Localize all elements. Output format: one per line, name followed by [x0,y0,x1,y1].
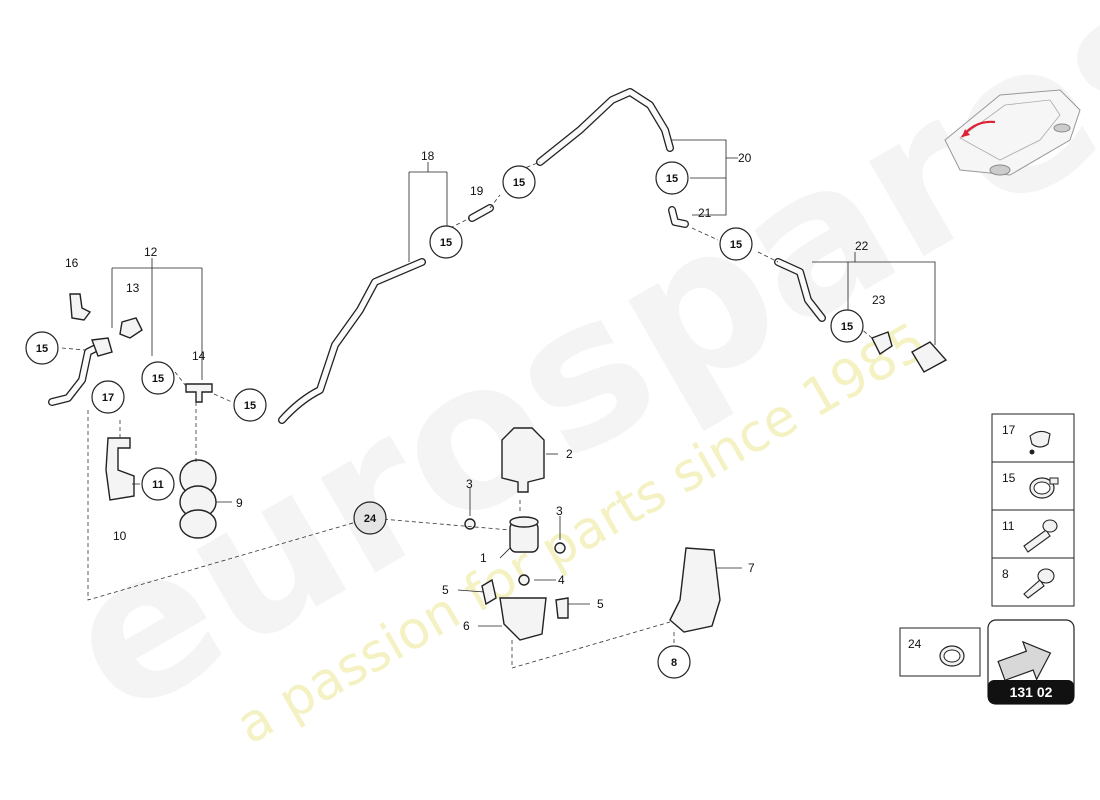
circle-callout-15: 15 [719,227,753,261]
callout-20: 20 [738,151,752,165]
part-10-bracket [105,437,135,501]
svg-text:8: 8 [671,657,677,669]
part-7-cover [669,547,721,633]
clip-icon [1029,430,1051,455]
circled-callouts: 15 17 15 15 15 15 15 15 15 11 24 8 [25,161,864,679]
part-5-clip-right [555,597,569,619]
circle-callout-15: 15 [502,165,536,199]
callout-6: 6 [463,619,470,633]
circle-callout-15: 15 [429,225,463,259]
part-4-damper [518,574,530,586]
clamp-icon [939,645,965,667]
legend-row-17: 17 [1002,423,1051,455]
callout-3-left: 3 [466,477,473,491]
bolt-icon [1023,519,1058,553]
svg-text:17: 17 [102,392,114,404]
part-3-grommet-left [464,518,476,530]
leader-lines [111,139,936,627]
reference-nav-button[interactable]: 131 02 [987,619,1075,705]
hose-long-left [278,258,426,424]
callout-9: 9 [236,496,243,510]
fastener-legend: 17 15 11 8 [991,413,1075,607]
svg-text:15: 15 [730,239,742,251]
circle-callout-15: 15 [655,161,689,195]
circle-callout-17: 17 [91,380,125,414]
svg-text:17: 17 [1002,423,1016,437]
circle-callout-11: 11 [141,467,175,501]
circle-callout-15: 15 [830,309,864,343]
callout-5-left: 5 [442,583,449,597]
svg-text:11: 11 [152,479,164,491]
car-thumbnail [944,89,1081,176]
legend-box-24: 24 [899,627,981,677]
dashed-lines [61,161,873,669]
svg-text:11: 11 [1002,519,1015,533]
callout-22: 22 [855,239,869,253]
circle-callout-8: 8 [657,645,691,679]
callout-16: 16 [65,256,79,270]
circle-callout-15: 15 [25,331,59,365]
callout-21: 21 [698,206,712,220]
callout-10: 10 [113,529,127,543]
callout-23: 23 [872,293,886,307]
part-14-tee [185,383,213,403]
circle-callout-24: 24 [353,501,387,535]
svg-text:15: 15 [666,173,678,185]
svg-text:15: 15 [244,400,256,412]
callout-18: 18 [421,149,435,163]
arrow-icon [997,640,1052,682]
svg-text:15: 15 [440,237,452,249]
part-23-valve [871,331,893,356]
hose-elbow-21 [668,206,689,228]
hose-top [536,88,674,166]
callout-5-right: 5 [597,597,604,611]
callout-19: 19 [470,184,484,198]
screw-icon [1023,568,1055,599]
part-22-grommet [911,341,948,373]
part-1-pump [509,516,539,553]
callout-13: 13 [126,281,140,295]
part-3-grommet-right [554,542,566,554]
svg-text:24: 24 [908,637,922,651]
callout-12: 12 [144,245,158,259]
svg-text:15: 15 [152,373,164,385]
legend-row-11: 11 [1002,519,1058,553]
part-6-bracket [499,597,547,641]
part-2-reservoir [501,427,545,493]
callout-3-right: 3 [556,504,563,518]
hose-22 [774,258,826,322]
callout-7: 7 [748,561,755,575]
svg-text:24: 24 [364,513,377,525]
part-16-bracket [69,293,92,321]
part-12-clip [91,337,113,357]
callout-2: 2 [566,447,573,461]
svg-text:15: 15 [841,321,853,333]
hose-17 [48,342,104,406]
legend-row-8: 8 [1002,567,1055,599]
svg-text:15: 15 [513,177,525,189]
svg-text:8: 8 [1002,567,1009,581]
hose-piece-19 [468,204,494,222]
circle-callout-15: 15 [233,388,267,422]
callout-4: 4 [558,573,565,587]
reference-code: 131 02 [1010,684,1053,700]
hose-clamp-icon [1029,477,1059,499]
callout-1: 1 [480,551,487,565]
svg-text:15: 15 [1002,471,1016,485]
part-5-clip-left [481,578,497,606]
callout-numbers: 16 12 13 14 18 19 20 21 22 23 2 3 3 1 4 … [65,149,886,633]
circle-callout-15: 15 [141,361,175,395]
part-9-bladder [179,459,217,539]
svg-text:15: 15 [36,343,48,355]
part-13-connector [119,317,143,339]
legend-row-15: 15 [1002,471,1059,499]
callout-14: 14 [192,349,206,363]
